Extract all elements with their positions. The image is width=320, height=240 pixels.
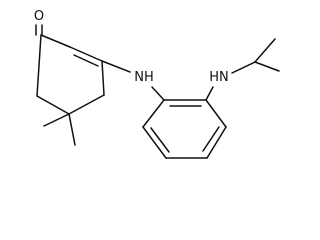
- bond-methyl-b: [68, 113, 76, 146]
- bridge-amine: NH: [101, 60, 165, 101]
- bond-ch-methyl-right: [254, 61, 280, 72]
- chemical-structure: O NH HN: [34, 9, 280, 159]
- cyclohexenone-ring: [36, 34, 105, 115]
- bond-ar-4: [206, 126, 227, 159]
- carbonyl-oxygen-label: O: [34, 9, 44, 24]
- bond-ar-inner-2: [202, 126, 220, 152]
- bond-c4-c5: [68, 94, 105, 115]
- isopropyl-amine-label: HN: [209, 70, 229, 85]
- benzene-ring: [142, 99, 227, 159]
- bond-n-ch: [231, 61, 256, 74]
- bridge-amine-label: NH: [134, 70, 154, 85]
- bond-ar-2: [142, 126, 167, 159]
- bond-ar-1: [142, 99, 165, 128]
- carbonyl-group: O: [34, 9, 44, 36]
- bond-c3-n: [101, 60, 131, 73]
- bond-aryl-n: [205, 86, 214, 101]
- isopropyl-amine: HN: [205, 38, 280, 101]
- bond-c2-c3: [69, 46, 103, 62]
- bond-c3-c4: [101, 60, 105, 96]
- bond-c1-c2: [40, 34, 71, 48]
- bond-c6-c1: [36, 34, 42, 97]
- bond-ar-inner-1: [150, 127, 170, 153]
- bond-methyl-a: [43, 113, 70, 127]
- bond-ar-5: [205, 99, 227, 128]
- bond-ch-methyl-up: [254, 38, 276, 63]
- bond-c2-c3-double: [73, 54, 99, 67]
- bond-n-aryl: [151, 86, 165, 101]
- bond-c5-c6: [36, 95, 70, 115]
- gem-dimethyl: [43, 113, 76, 146]
